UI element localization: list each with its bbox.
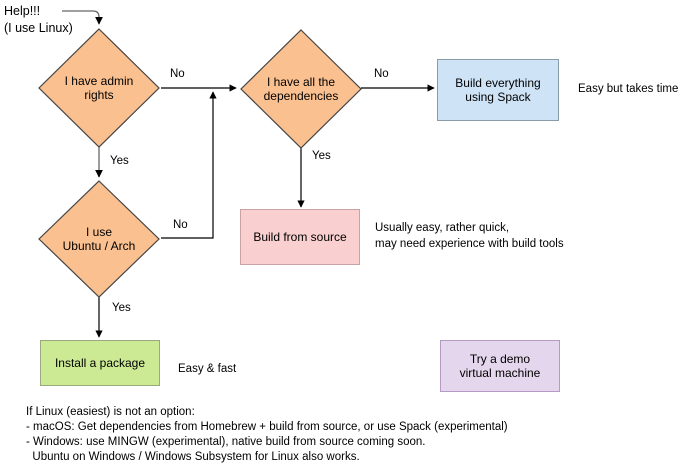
terminal-source-line1: Build from source (253, 230, 347, 244)
edge-label-deps-yes: Yes (312, 150, 331, 162)
terminal-spack-line2: using Spack (465, 90, 531, 104)
decision-admin-rights[interactable]: I have admin rights (38, 28, 160, 148)
decision-deps-line2: dependencies (263, 89, 339, 103)
terminal-demo-line2: virtual machine (459, 366, 541, 380)
terminal-source-label: Build from source (253, 230, 346, 244)
terminal-package-label: Install a package (55, 356, 145, 370)
footer-line-2: - macOS: Get dependencies from Homebrew … (26, 421, 508, 433)
terminal-spack-line1: Build everything (455, 76, 541, 90)
decision-admin-label: I have admin rights (59, 74, 140, 102)
terminal-build-from-source[interactable]: Build from source (240, 209, 360, 265)
decision-deps-label: I have all the dependencies (258, 75, 345, 103)
edge-label-admin-yes: Yes (110, 155, 129, 167)
decision-deps-line1: I have all the (266, 75, 336, 89)
decision-use-ubuntu-arch[interactable]: I use Ubuntu / Arch (38, 180, 160, 298)
note-source-line2: may need experience with build tools (375, 238, 564, 250)
edge-label-deps-no: No (374, 68, 389, 80)
decision-admin-line2: rights (84, 88, 114, 102)
footer-line-1: If Linux (easiest) is not an option: (26, 406, 195, 418)
note-package: Easy & fast (178, 363, 237, 375)
diamond-shape (240, 29, 362, 149)
terminal-demo-vm[interactable]: Try a demo virtual machine (440, 340, 560, 392)
entry-sub-label: (I use Linux) (4, 21, 73, 35)
decision-distro-label: I use Ubuntu / Arch (57, 225, 142, 253)
decision-distro-line1: I use (85, 225, 112, 239)
edge-label-distro-no: No (173, 219, 188, 231)
decision-distro-line2: Ubuntu / Arch (62, 239, 136, 253)
terminal-build-with-spack[interactable]: Build everything using Spack (437, 59, 559, 121)
diamond-shape (38, 180, 160, 298)
terminal-demo-label: Try a demo virtual machine (460, 352, 541, 380)
decision-admin-line1: I have admin (64, 74, 134, 88)
terminal-spack-label: Build everything using Spack (455, 76, 540, 104)
entry-label: Help!!! (4, 4, 41, 18)
note-spack: Easy but takes time (578, 83, 679, 95)
terminal-demo-line1: Try a demo (469, 352, 531, 366)
note-source-line1: Usually easy, rather quick, (375, 222, 510, 234)
edge-distro-no-to-deps (161, 91, 217, 239)
terminal-install-package[interactable]: Install a package (40, 340, 160, 386)
footer-line-4: Ubuntu on Windows / Windows Subsystem fo… (26, 451, 360, 463)
diamond-shape (38, 28, 160, 148)
edge-label-distro-yes: Yes (112, 302, 131, 314)
decision-have-dependencies[interactable]: I have all the dependencies (240, 29, 362, 149)
terminal-package-line1: Install a package (54, 356, 146, 370)
edge-label-admin-no: No (170, 68, 185, 80)
footer-line-3: - Windows: use MINGW (experimental), nat… (26, 436, 426, 448)
